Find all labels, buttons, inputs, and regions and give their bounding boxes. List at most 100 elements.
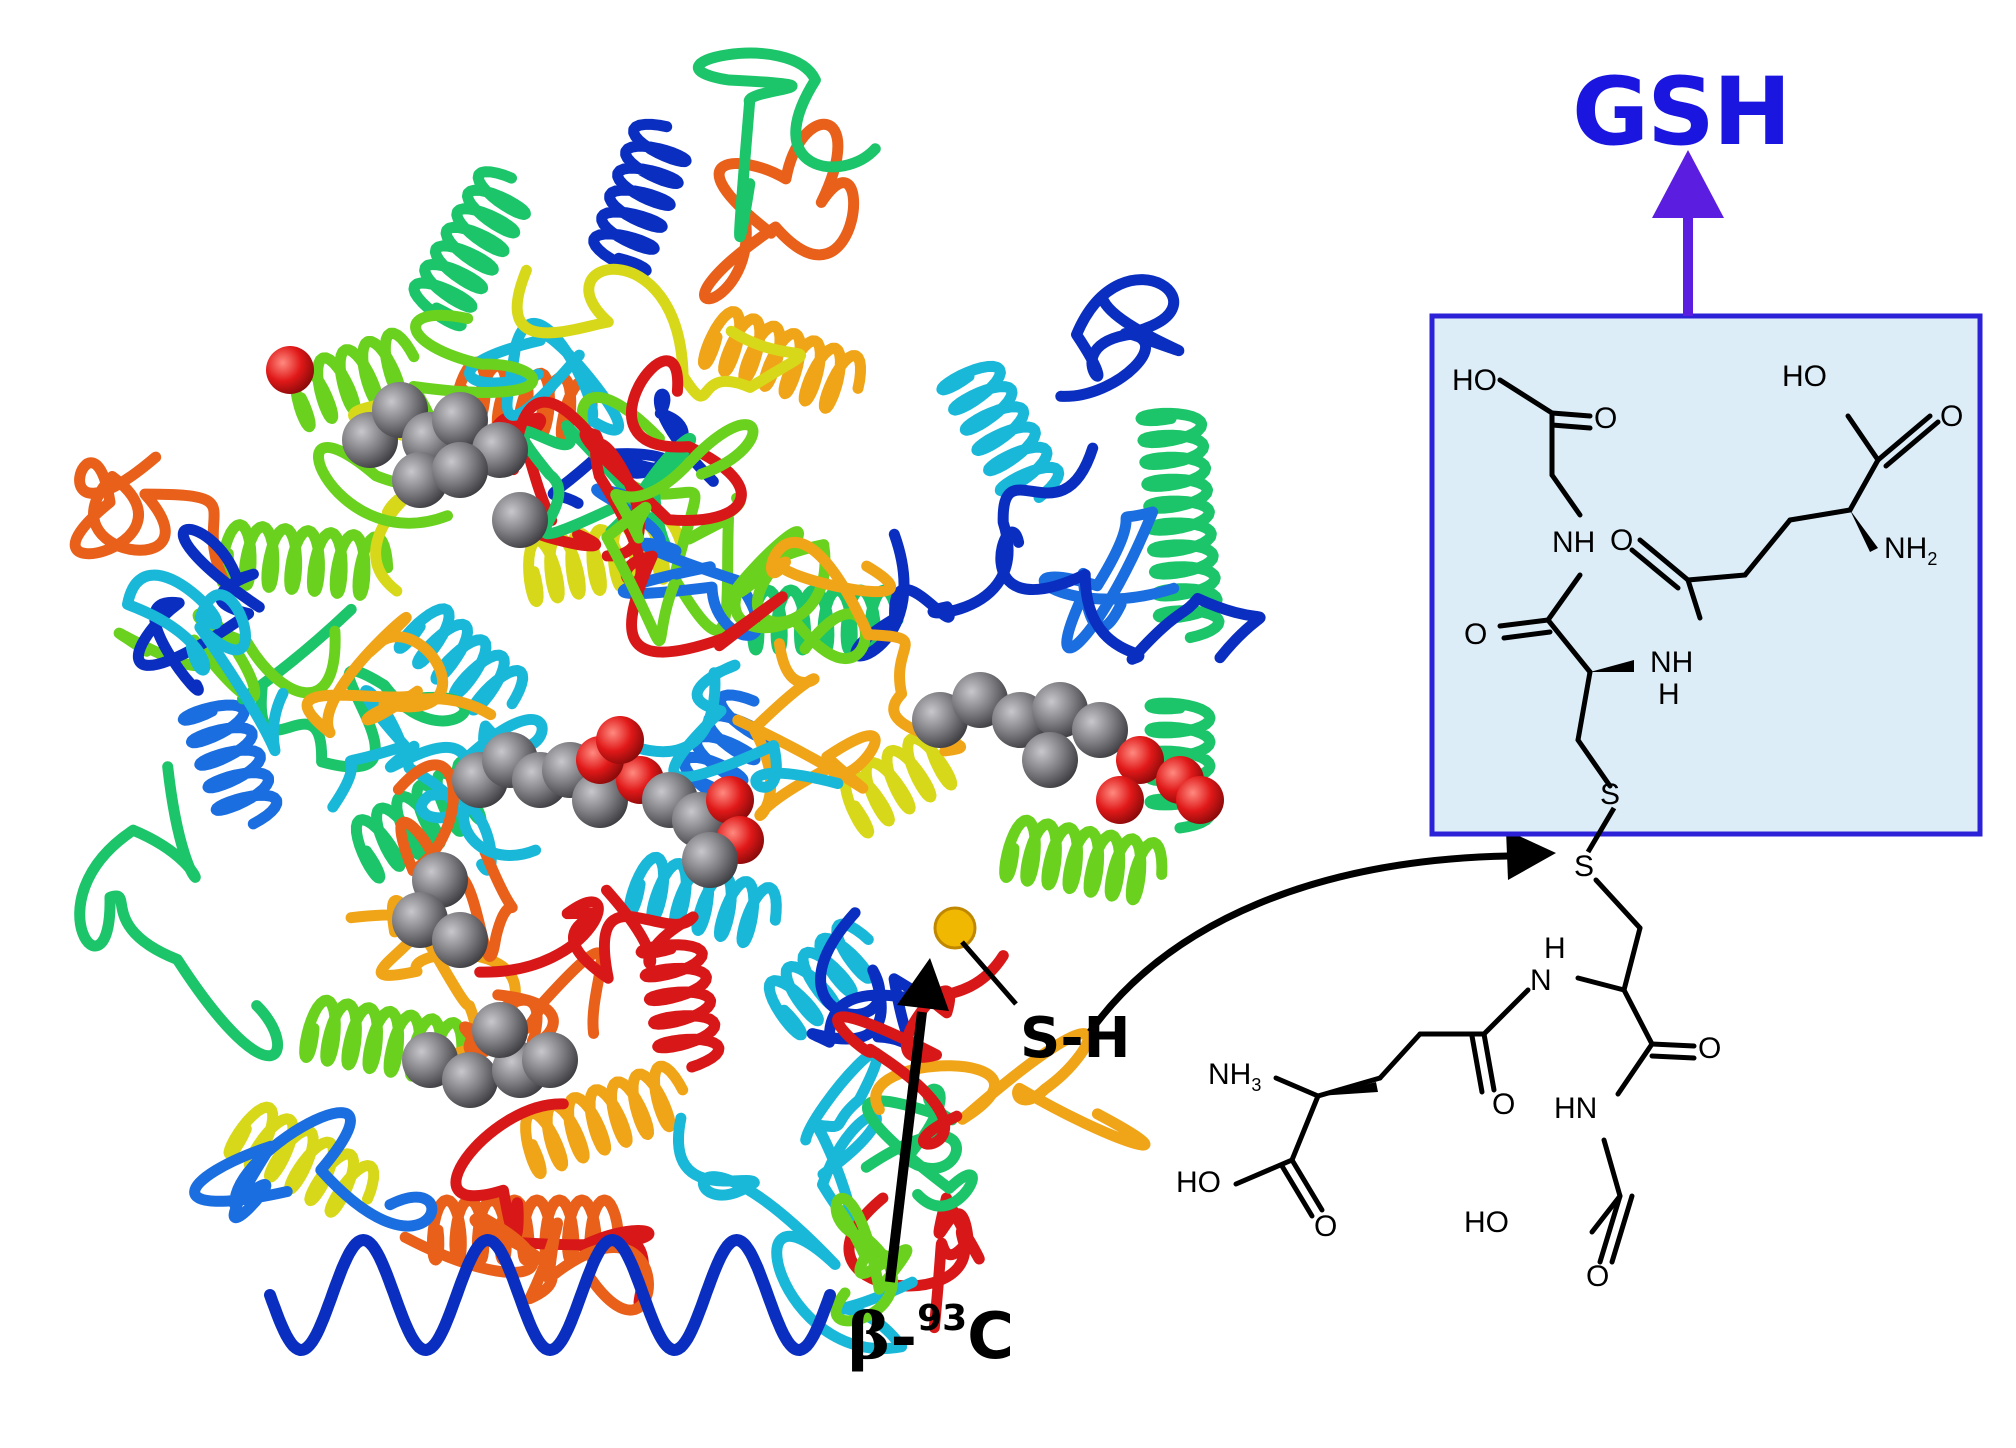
ribbon-loop [301, 612, 497, 739]
ribbon-loop [591, 483, 763, 641]
thiol-bond [960, 940, 1018, 1006]
heme-carbon-sphere [1072, 702, 1128, 758]
heme-carbon-sphere [492, 492, 548, 548]
ribbon-helix [177, 699, 283, 830]
ribbon-helix [936, 360, 1065, 503]
heme-oxygen-sphere [1176, 776, 1224, 824]
atom-h-free: H [1544, 932, 1566, 965]
ribbon-loop [590, 438, 788, 658]
ribbon-loop [511, 263, 806, 402]
ribbon-loop [189, 1107, 438, 1232]
heme-oxygen-sphere [266, 346, 314, 394]
atom-o-cys-free: O [1698, 1032, 1722, 1065]
ribbon-helix [520, 1060, 689, 1180]
heme-oxygen-sphere [596, 716, 644, 764]
ribbon-loop [508, 355, 747, 527]
atom-o-glu: O [1940, 400, 1964, 433]
atom-nh3: NH3 [1208, 1058, 1262, 1095]
atom-nh2-sub: 2 [1927, 549, 1938, 569]
atom-ho-gly: HO [1452, 364, 1497, 397]
ribbon-loop [995, 526, 1266, 665]
heme-groups [266, 346, 1224, 1108]
ribbon-loop [69, 451, 231, 590]
ribbon-loop [113, 607, 341, 704]
atom-o-amide: O [1610, 524, 1634, 557]
atom-o-cys: O [1464, 618, 1488, 651]
stereo-wedge-cys-bound [1590, 660, 1634, 672]
ribbon-loop [601, 419, 759, 647]
glutathione-skeleton-free [1233, 877, 1697, 1265]
ribbon-helix-bottom [264, 1234, 836, 1356]
heme-carbon-sphere [442, 1052, 498, 1108]
stereo-wedge-glu-free [1318, 1082, 1378, 1096]
residue-prefix: β- [848, 1299, 918, 1374]
heme-oxygen-sphere [706, 776, 754, 824]
atom-h-cys: H [1658, 678, 1680, 711]
gsh-release-arrow [1652, 150, 1724, 316]
cysteine-93-residue-highlight [933, 906, 977, 950]
atom-nh-gly: NH [1552, 526, 1596, 559]
heme-carbon-sphere [472, 1002, 528, 1058]
gsh-molecule-box [1429, 313, 1983, 837]
glutathione-skeleton-bound [1497, 377, 1941, 789]
atom-ho-gly-free: HO [1464, 1206, 1509, 1239]
atom-o-amide-free: O [1492, 1088, 1516, 1121]
heme-carbon-sphere [682, 832, 738, 888]
residue-pointer-arrow [885, 958, 949, 1283]
heme-carbon-sphere [522, 1032, 578, 1088]
ribbon-loop [766, 537, 967, 757]
heme-carbon-sphere [432, 912, 488, 968]
atom-s-bound: S [1600, 778, 1621, 811]
stereo-wedge-glu-bound [1850, 510, 1878, 552]
heme-oxygen-sphere [1116, 736, 1164, 784]
ribbon-helix [408, 166, 531, 332]
atom-o-glu-free: O [1314, 1210, 1338, 1243]
ribbon-helix [763, 918, 875, 1041]
heme-oxygen-sphere [1096, 776, 1144, 824]
heme-carbon-sphere [432, 392, 488, 448]
ribbon-loop [870, 1028, 1151, 1151]
atom-n-free: N [1530, 964, 1552, 997]
atom-nh2-text: NH [1884, 532, 1928, 565]
ribbon-helix [623, 851, 782, 949]
atom-nh2: NH2 [1884, 532, 1938, 569]
atom-o-gly: O [1594, 402, 1618, 435]
ribbon-helix [999, 814, 1168, 906]
heme-carbon-sphere [1022, 732, 1078, 788]
ribbon-helix [215, 519, 394, 601]
ribbon-loop [729, 526, 871, 664]
ribbon-loop [625, 659, 844, 793]
ribbon-helix [698, 306, 866, 414]
ribbon-helix [1144, 697, 1216, 834]
atom-ho-glu-free: HO [1176, 1166, 1221, 1199]
ribbon-loop [450, 1098, 655, 1310]
ribbon-loop [1055, 274, 1185, 402]
heme-carbon-sphere [432, 442, 488, 498]
ribbon-loop [806, 907, 928, 1055]
ribbon-helix [635, 939, 725, 1073]
atom-nh3-text: NH [1208, 1058, 1252, 1091]
ribbon-helix [588, 118, 692, 277]
beta-93c-label: β-93C [848, 1298, 1014, 1374]
atom-nh3-sub: 3 [1251, 1075, 1262, 1095]
atom-o-gly-free: O [1586, 1260, 1610, 1293]
gsh-label: GSH [1572, 58, 1792, 167]
ribbon-loop [122, 569, 289, 756]
ribbon-helix [223, 1101, 380, 1218]
ribbon-loop [732, 638, 881, 821]
heme-carbon-sphere [572, 772, 628, 828]
ribbon-helix [299, 994, 468, 1086]
ribbon-loop [830, 1193, 913, 1327]
thiol-label: S-H [1020, 1006, 1131, 1071]
atom-hn-gly-free: HN [1554, 1092, 1598, 1125]
ribbon-loop [399, 1212, 654, 1316]
residue-letter: C [967, 1300, 1015, 1374]
atom-ho-glu: HO [1782, 360, 1827, 393]
residue-number: 93 [917, 1298, 968, 1339]
disulfide-formation-arrow [1087, 830, 1556, 1035]
ribbon-loop [699, 118, 860, 305]
disulfide-bond [1585, 806, 1617, 854]
ribbon-loop [474, 884, 699, 984]
hemoglobin-ribbon-structure [69, 47, 1266, 1356]
